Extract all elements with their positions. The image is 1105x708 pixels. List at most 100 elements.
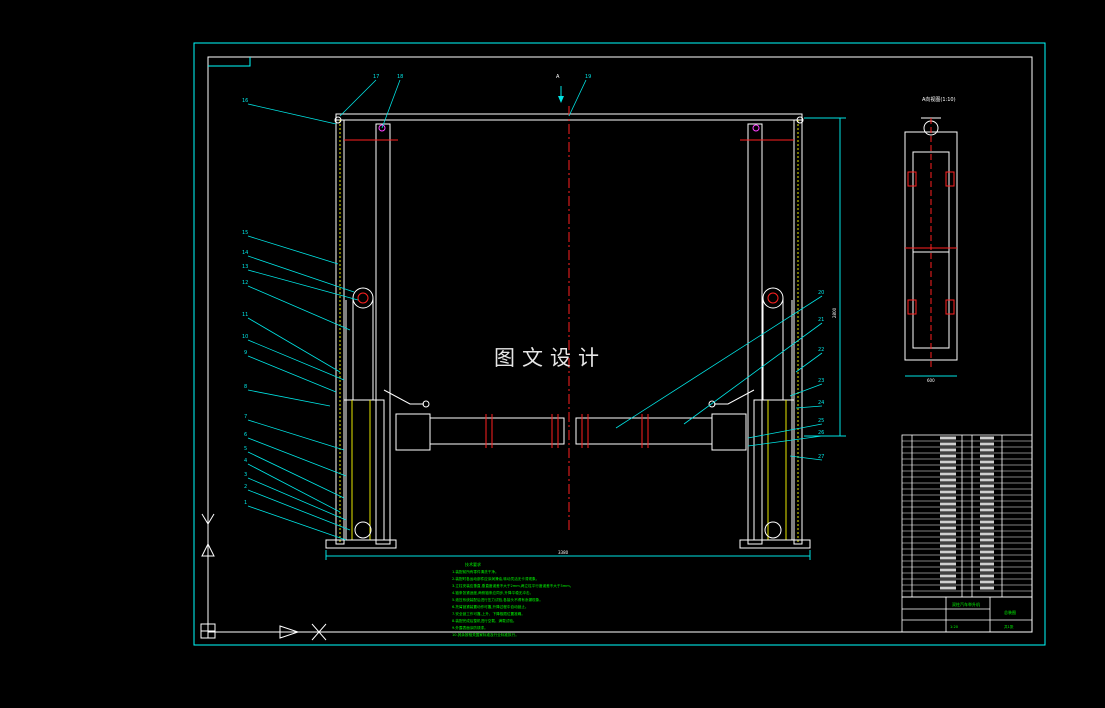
parts-list-cell-mark bbox=[940, 502, 956, 506]
balloon-12: 12 bbox=[242, 280, 248, 286]
parts-list-cell-mark bbox=[980, 472, 994, 476]
parts-list-cell-mark bbox=[980, 574, 994, 578]
parts-list-cell-mark bbox=[980, 496, 994, 500]
balloon-26: 26 bbox=[818, 430, 824, 436]
note-line: 3.立柱安装应垂直,垂直度误差不大于2mm,两立柱平行度误差不大于3mm。 bbox=[452, 583, 573, 588]
balloon-23: 23 bbox=[818, 378, 824, 384]
parts-list-cell-mark bbox=[980, 586, 994, 590]
parts-list-cell-mark bbox=[980, 550, 994, 554]
balloon-8: 8 bbox=[244, 384, 247, 390]
balloon-9: 9 bbox=[244, 350, 247, 356]
balloon-5: 5 bbox=[244, 446, 247, 452]
detail-view-a bbox=[904, 117, 958, 377]
balloon-11: 11 bbox=[242, 312, 248, 318]
title-block-sheet: 共1张 bbox=[1004, 624, 1014, 629]
parts-list-cell-mark bbox=[980, 580, 994, 584]
ucs-icon bbox=[200, 513, 327, 641]
notes-title: 技术要求 bbox=[465, 561, 481, 567]
parts-list-cell-mark bbox=[940, 526, 956, 530]
parts-list-cell-mark bbox=[940, 580, 956, 584]
title-block-assembly-name: 双柱汽车举升机 bbox=[952, 601, 980, 607]
parts-list-cell-mark bbox=[980, 544, 994, 548]
balloon-14: 14 bbox=[242, 250, 248, 256]
note-line: 4.链条张紧适度,两侧链条应同步,升降平稳无冲击。 bbox=[452, 590, 533, 595]
note-line: 10.其余按相关国家标准及行业标准执行。 bbox=[452, 632, 519, 637]
parts-list-cell-mark bbox=[980, 520, 994, 524]
balloon-22: 22 bbox=[818, 347, 824, 353]
note-line: 5.液压系统装配后进行压力试验,各接头不得有渗漏现象。 bbox=[452, 597, 543, 602]
parts-list-cell-mark bbox=[980, 490, 994, 494]
right-column bbox=[708, 116, 811, 549]
balloon-24: 24 bbox=[818, 400, 824, 406]
parts-list-cell-mark bbox=[940, 514, 956, 518]
balloon-2: 2 bbox=[244, 484, 247, 490]
dimension-lines bbox=[325, 117, 846, 560]
inner-frame bbox=[207, 56, 1033, 633]
parts-list-cell-mark bbox=[940, 442, 956, 446]
parts-list bbox=[901, 434, 1033, 598]
note-line: 6.托臂锁紧装置动作可靠,升降过程中自动锁止。 bbox=[452, 604, 528, 609]
parts-list-cell-mark bbox=[940, 490, 956, 494]
balloon-19: 19 bbox=[585, 74, 591, 80]
left-column bbox=[325, 116, 430, 549]
balloon-4: 4 bbox=[244, 458, 247, 464]
parts-list-cell-mark bbox=[980, 484, 994, 488]
parts-list-cell-mark bbox=[980, 460, 994, 464]
parts-list-cell-mark bbox=[940, 586, 956, 590]
parts-list-cell-mark bbox=[980, 466, 994, 470]
balloon-25: 25 bbox=[818, 418, 824, 424]
parts-list-cell-mark bbox=[980, 478, 994, 482]
parts-list-cell-mark bbox=[980, 442, 994, 446]
leader-lines bbox=[247, 79, 823, 541]
balloon-15: 15 bbox=[242, 230, 248, 236]
balloon-3: 3 bbox=[244, 472, 247, 478]
parts-list-cell-mark bbox=[980, 532, 994, 536]
title-block-drawing-no: 总装图 bbox=[1004, 609, 1016, 615]
parts-list-cell-mark bbox=[940, 556, 956, 560]
balloon-21: 21 bbox=[818, 317, 824, 323]
technical-notes: 技术要求 1.装配前所有零件清洗干净。 2.装配时各运动部件应涂润滑油,转动灵活… bbox=[452, 561, 573, 637]
dim-detail-width: 600 bbox=[927, 378, 935, 383]
parts-list-cell-mark bbox=[940, 520, 956, 524]
dim-height: 2800 bbox=[832, 307, 837, 318]
outer-frame bbox=[193, 42, 1046, 646]
balloon-18: 18 bbox=[397, 74, 403, 80]
detail-view-title: A向视图(1:10) bbox=[922, 96, 956, 103]
parts-list-cell-mark bbox=[940, 466, 956, 470]
note-line: 2.装配时各运动部件应涂润滑油,转动灵活无卡滞现象。 bbox=[452, 576, 539, 581]
note-line: 7.安全锁工作可靠,上升、下降极限位置准确。 bbox=[452, 611, 525, 616]
parts-list-cell-mark bbox=[940, 550, 956, 554]
parts-list-cell-mark bbox=[940, 478, 956, 482]
balloon-17: 17 bbox=[373, 74, 379, 80]
balloon-16: 16 bbox=[242, 98, 248, 104]
parts-list-cell-mark bbox=[940, 532, 956, 536]
balloon-1: 1 bbox=[244, 500, 247, 506]
watermark-text: 图文设计 bbox=[494, 346, 606, 370]
parts-list-cell-mark bbox=[980, 538, 994, 542]
title-block-scale: 1:20 bbox=[950, 625, 959, 629]
parts-list-cell-mark bbox=[940, 538, 956, 542]
parts-list-cell-mark bbox=[940, 448, 956, 452]
balloon-7: 7 bbox=[244, 414, 247, 420]
title-block bbox=[901, 596, 1033, 633]
note-line: 8.装配完成后整机进行空载、满载试验。 bbox=[452, 618, 517, 623]
parts-list-cell-mark bbox=[980, 448, 994, 452]
dim-overall-width: 3380 bbox=[558, 550, 569, 555]
parts-list-cell-mark bbox=[940, 472, 956, 476]
parts-list-cell-mark bbox=[980, 568, 994, 572]
balloon-13: 13 bbox=[242, 264, 248, 270]
parts-list-cell-mark bbox=[940, 454, 956, 458]
parts-list-cell-mark bbox=[940, 562, 956, 566]
lifting-arms bbox=[395, 413, 747, 451]
parts-list-cell-mark bbox=[980, 436, 994, 440]
note-line: 1.装配前所有零件清洗干净。 bbox=[452, 569, 499, 574]
parts-list-cell-mark bbox=[980, 502, 994, 506]
view-arrow-label: A bbox=[556, 74, 560, 80]
balloon-10: 10 bbox=[242, 334, 248, 340]
parts-list-cell-mark bbox=[940, 574, 956, 578]
balloon-labels: 17 18 19 16 15 14 13 12 11 10 9 8 7 6 5 … bbox=[242, 74, 824, 506]
parts-list-cell-mark bbox=[940, 496, 956, 500]
balloon-6: 6 bbox=[244, 432, 247, 438]
parts-list-cell-mark bbox=[980, 556, 994, 560]
